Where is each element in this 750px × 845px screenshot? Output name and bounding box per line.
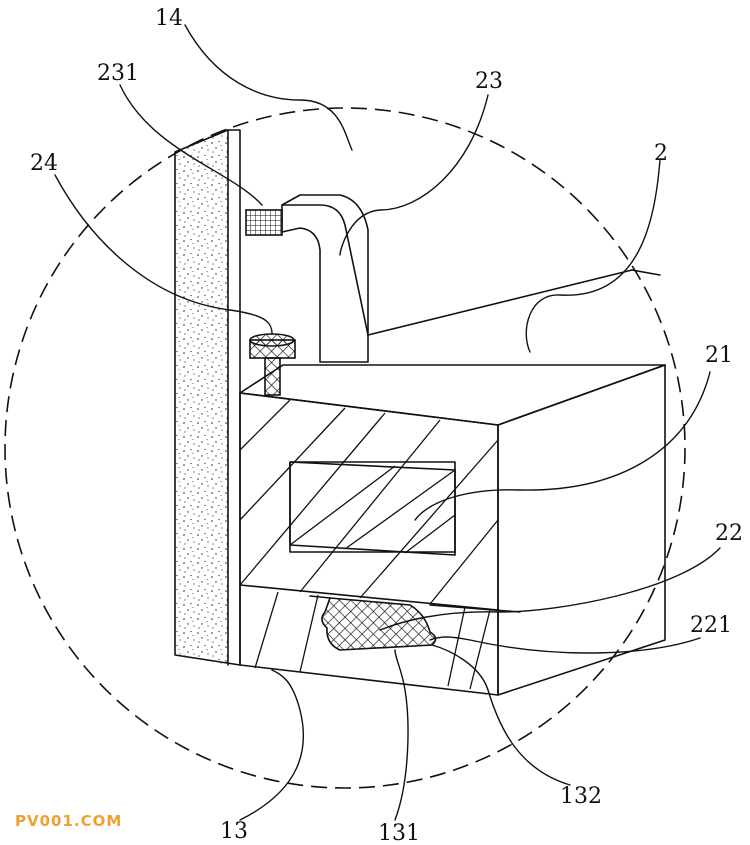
label-23: 23: [475, 69, 503, 94]
label-13: 13: [220, 819, 248, 844]
watermark: PV001.COM: [15, 812, 122, 830]
label-2: 2: [654, 141, 668, 166]
label-132: 132: [560, 784, 602, 809]
label-24: 24: [30, 151, 58, 176]
grid-block: [245, 209, 283, 236]
hook-bracket: [245, 194, 369, 363]
main-box: [239, 364, 666, 696]
label-14: 14: [155, 6, 183, 31]
label-231: 231: [97, 61, 139, 86]
detail-circle: [4, 107, 686, 789]
label-131: 131: [378, 821, 420, 845]
label-21: 21: [705, 343, 733, 368]
leader-lines: [54, 24, 721, 821]
seal-insert: [309, 595, 521, 651]
screw: [249, 333, 296, 396]
upper-plate: [367, 269, 661, 336]
label-221: 221: [690, 613, 732, 638]
wall-panel: [174, 128, 241, 666]
label-22: 22: [715, 521, 743, 546]
